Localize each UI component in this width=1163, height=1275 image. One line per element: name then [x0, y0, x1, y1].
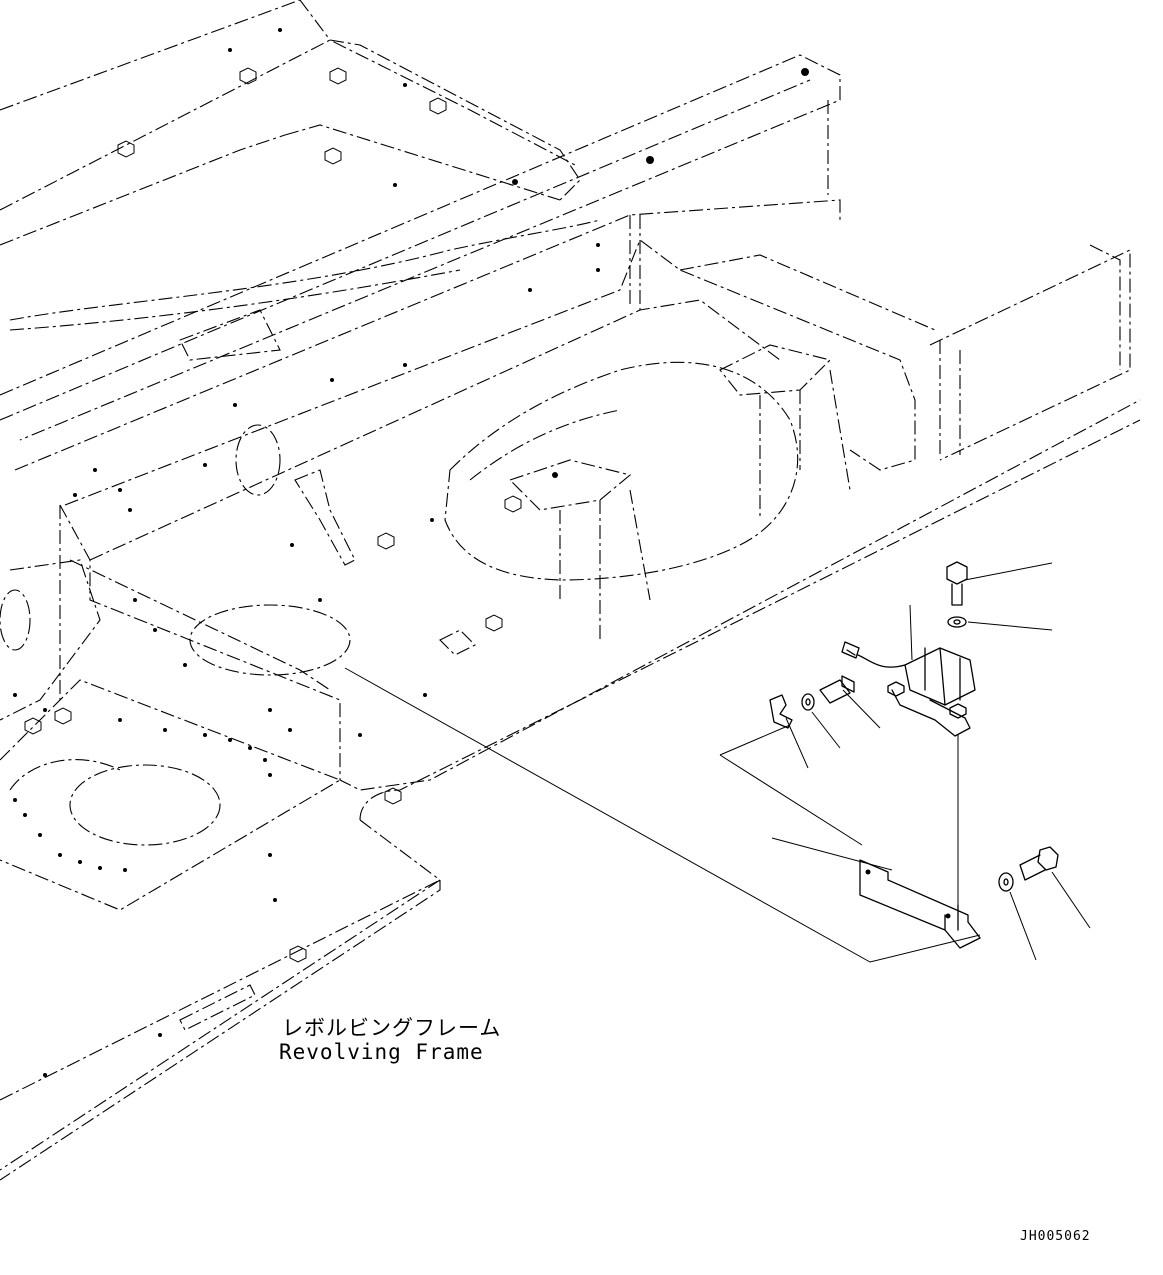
part-name-japanese: レボルビングフレーム — [282, 1016, 502, 1040]
mounting-plane-lines — [344, 667, 981, 963]
switch-assembly — [841, 641, 976, 737]
frame-holes — [13, 28, 809, 1077]
leader-lines — [771, 562, 1091, 961]
lower-bolt — [1019, 846, 1059, 881]
drawing-code: JH005062 — [1020, 1229, 1091, 1244]
revolving-frame — [0, 0, 1141, 1181]
part-name-english: Revolving Frame — [279, 1040, 484, 1064]
middle-bolt — [819, 675, 855, 704]
lower-washer — [998, 872, 1014, 892]
upper-washer — [947, 616, 967, 628]
upper-bolt — [946, 561, 968, 606]
frame-nuts — [24, 67, 522, 963]
middle-washer — [801, 693, 815, 711]
bracket-plate — [859, 859, 981, 949]
ring-terminal — [769, 694, 793, 729]
